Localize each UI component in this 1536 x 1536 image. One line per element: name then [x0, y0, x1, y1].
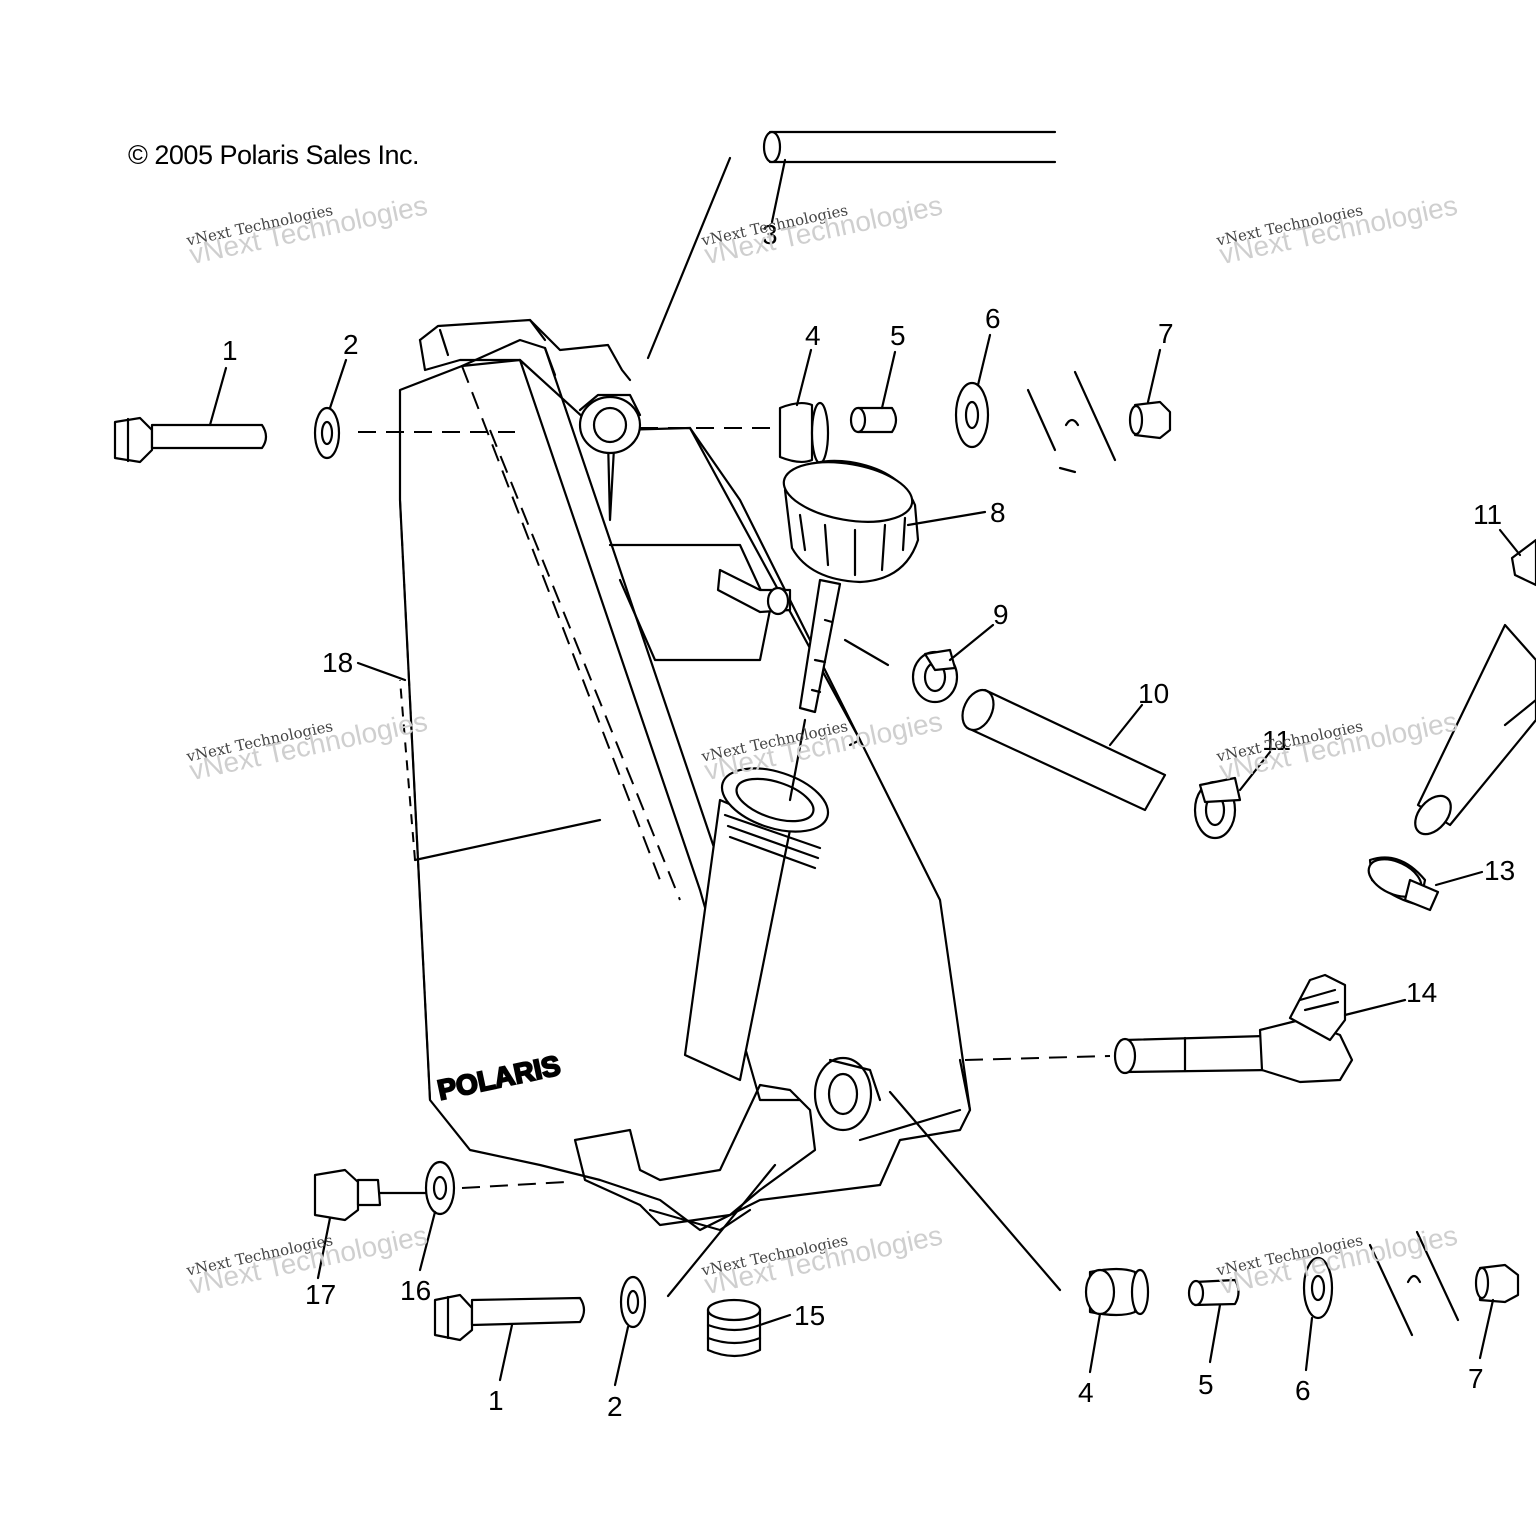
- part-5-spacer-bottom: [1187, 1278, 1240, 1364]
- callout-14: 14: [1406, 977, 1437, 1008]
- part-6-washer-bottom: [1302, 1256, 1334, 1372]
- part-8-filler-cap: [782, 459, 987, 802]
- callout-7-top: 7: [1158, 318, 1174, 349]
- part-4-grommet-bottom: [888, 1090, 1150, 1374]
- callout-2-bottom: 2: [607, 1391, 623, 1422]
- callout-6-top: 6: [985, 303, 1001, 334]
- callout-3: 3: [762, 219, 778, 250]
- part-17-drain-plug: [313, 1168, 427, 1280]
- callout-13: 13: [1484, 855, 1515, 886]
- part-16-washer: [418, 1160, 566, 1272]
- part-14-elbow-fitting: [964, 973, 1407, 1084]
- part-15-grommet: [706, 1298, 792, 1358]
- part-3-vent-tube: [646, 130, 1057, 360]
- part-18-leader: [356, 661, 407, 682]
- callout-10: 10: [1138, 678, 1169, 709]
- part-7-nut-top: [1128, 348, 1172, 440]
- part-11-clamp-mid: [1193, 750, 1272, 840]
- part-1-bolt-bottom: [433, 1293, 586, 1382]
- break-lines-bottom: [1368, 1230, 1460, 1337]
- part-5-spacer-top: [849, 350, 898, 434]
- part-18-oil-tank: POLARIS: [398, 318, 972, 1232]
- callout-2-top: 2: [343, 329, 359, 360]
- callout-5-bottom: 5: [1198, 1369, 1214, 1400]
- callout-1-bottom: 1: [488, 1385, 504, 1416]
- callout-15: 15: [794, 1300, 825, 1331]
- callout-18: 18: [322, 647, 353, 678]
- callout-labels: 1 2 3 4 5 6 7 8 9 10 11 11 13 14 15 16 1…: [222, 219, 1515, 1422]
- copyright-notice: © 2005 Polaris Sales Inc.: [128, 140, 420, 170]
- right-hose: [1414, 623, 1536, 836]
- part-4-grommet-top: [640, 348, 830, 465]
- part-13-clamp: [1367, 856, 1484, 912]
- callout-11-mid: 11: [1262, 725, 1291, 756]
- part-9-hose-clamp: [911, 623, 995, 704]
- callout-11-right: 11: [1473, 499, 1502, 530]
- part-2-washer-bottom: [613, 1163, 777, 1387]
- part-1-bolt-top: [113, 366, 268, 464]
- callout-17: 17: [305, 1279, 336, 1310]
- part-7-nut-bottom: [1474, 1263, 1520, 1360]
- callout-5-top: 5: [890, 320, 906, 351]
- callout-16: 16: [400, 1275, 431, 1306]
- part-6-washer-top: [954, 333, 992, 449]
- break-lines-top: [1026, 370, 1117, 474]
- callout-8: 8: [990, 497, 1006, 528]
- callout-4-top: 4: [805, 320, 821, 351]
- part-10-hose: [961, 688, 1167, 812]
- callout-9: 9: [993, 599, 1009, 630]
- part-2-washer-top: [313, 358, 515, 460]
- callout-7-bottom: 7: [1468, 1363, 1484, 1394]
- callout-1-top: 1: [222, 335, 238, 366]
- callout-4-bottom: 4: [1078, 1377, 1094, 1408]
- callout-6-bottom: 6: [1295, 1375, 1311, 1406]
- part-11-clamp-right: [1498, 528, 1536, 587]
